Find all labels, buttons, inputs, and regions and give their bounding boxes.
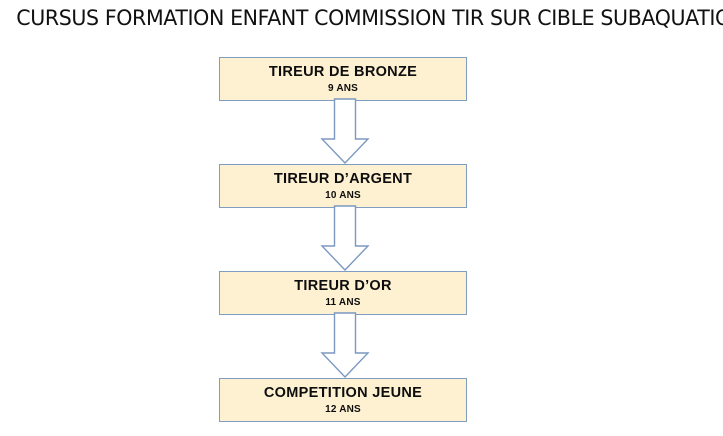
flow-node-age: 10 ANS xyxy=(325,189,361,201)
flow-node-age: 9 ANS xyxy=(327,82,359,94)
flow-node-label: TIREUR D’OR xyxy=(294,277,392,294)
flow-node-tireur-d-or[interactable]: TIREUR D’OR 11 ANS xyxy=(219,271,467,315)
page-title: CURSUS FORMATION ENFANT COMMISSION TIR S… xyxy=(16,6,723,31)
flow-node-age: 11 ANS xyxy=(325,296,361,308)
flow-node-label: TIREUR DE BRONZE xyxy=(268,63,418,80)
flow-node-age: 12 ANS xyxy=(325,403,361,415)
flow-node-label: TIREUR D’ARGENT xyxy=(273,170,413,187)
arrow-down-icon-1 xyxy=(320,98,370,165)
flow-node-tireur-d-argent[interactable]: TIREUR D’ARGENT 10 ANS xyxy=(219,164,467,208)
arrow-down-icon-2 xyxy=(320,205,370,272)
flow-node-competition-jeune[interactable]: COMPETITION JEUNE 12 ANS xyxy=(219,378,467,422)
flow-node-tireur-de-bronze[interactable]: TIREUR DE BRONZE 9 ANS xyxy=(219,57,467,101)
flow-node-label: COMPETITION JEUNE xyxy=(263,384,423,401)
arrow-down-icon-3 xyxy=(320,312,370,379)
